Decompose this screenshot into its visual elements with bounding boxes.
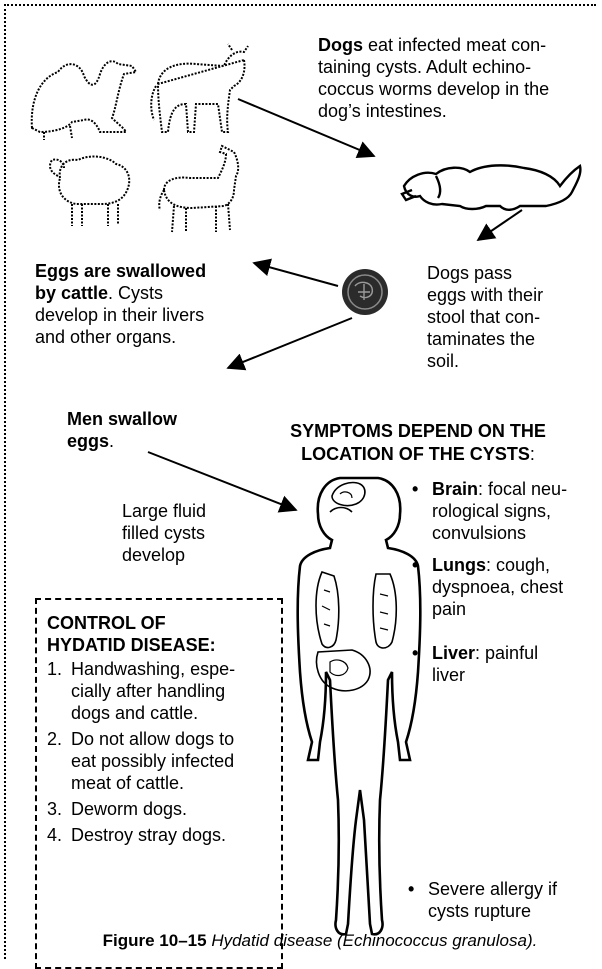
control-item-1-l2: cially after handling <box>71 680 275 702</box>
control-item-2-l3: meat of cattle. <box>71 772 275 794</box>
control-title-line1: CONTROL OF <box>47 612 275 634</box>
symptoms-title-line1: SYMPTOMS DEPEND ON THE <box>258 420 578 443</box>
men-line1: Men swallow <box>67 408 227 430</box>
men-line2: eggs <box>67 431 109 451</box>
symptom-liver-organ: Liver <box>432 643 475 663</box>
figure-number: Figure 10–15 <box>103 931 207 950</box>
figure-caption: Figure 10–15 Hydatid disease (Echinococc… <box>40 930 600 952</box>
control-item-2-l1: Do not allow dogs to <box>71 728 275 750</box>
control-item-1-l1: Handwashing, espe- <box>71 658 275 680</box>
dogs-line3: coccus worms develop in the <box>318 78 600 100</box>
control-item-3-l1: Deworm dogs. <box>71 798 275 820</box>
allergy-note: Severe allergy if cysts rupture <box>428 878 598 922</box>
cysts-line3: develop <box>122 544 272 566</box>
eggs-rest2: . Cysts <box>108 283 163 303</box>
pass-line5: soil. <box>427 350 597 372</box>
symptom-liver: Liver: painful liver <box>412 642 600 686</box>
control-title-line2: HYDATID DISEASE: <box>47 634 275 656</box>
human-figure-icon <box>298 478 421 934</box>
pass-line3: stool that con- <box>427 306 597 328</box>
eggs-line3: develop in their livers <box>35 304 255 326</box>
allergy-bullet: • <box>408 878 414 900</box>
control-item-3: 3. Deworm dogs. <box>47 798 275 820</box>
control-item-1-l3: dogs and cattle. <box>71 702 275 724</box>
cysts-description: Large fluid filled cysts develop <box>122 500 272 566</box>
men-description: Men swallow eggs. <box>67 408 227 452</box>
camel-icon <box>32 61 136 140</box>
sheep-icon <box>50 157 129 226</box>
symptom-brain: Brain: focal neu- rological signs, convu… <box>412 478 600 544</box>
symptom-brain-rest: : focal neu- <box>478 479 567 499</box>
control-item-2-num: 2. <box>47 728 62 750</box>
dogs-label: Dogs <box>318 35 363 55</box>
symptom-lungs-organ: Lungs <box>432 555 486 575</box>
symptom-liver-rest: : painful <box>475 643 538 663</box>
control-title: CONTROL OF HYDATID DISEASE: <box>47 612 275 656</box>
figure-title: Hydatid disease (Echinococcus granulosa)… <box>211 931 537 950</box>
symptom-lungs-line3: pain <box>432 598 600 620</box>
symptom-lungs: Lungs: cough, dyspnoea, chest pain <box>412 554 600 620</box>
cysts-line2: filled cysts <box>122 522 272 544</box>
symptoms-title-colon: : <box>530 444 535 464</box>
cow-icon <box>151 44 248 132</box>
control-item-4: 4. Destroy stray dogs. <box>47 824 275 846</box>
horse-icon <box>159 146 238 232</box>
arrow-egg-to-cattle <box>254 263 338 286</box>
control-item-3-num: 3. <box>47 798 62 820</box>
pass-line1: Dogs pass <box>427 262 597 284</box>
symptom-brain-line3: convulsions <box>432 522 600 544</box>
symptoms-title: SYMPTOMS DEPEND ON THE LOCATION OF THE C… <box>258 420 578 466</box>
control-item-1: 1. Handwashing, espe- cially after handl… <box>47 658 275 724</box>
symptoms-list: Brain: focal neu- rological signs, convu… <box>412 478 600 686</box>
arrow-dog-to-egg <box>478 210 522 240</box>
control-item-1-num: 1. <box>47 658 62 680</box>
control-item-4-l1: Destroy stray dogs. <box>71 824 275 846</box>
cysts-line1: Large fluid <box>122 500 272 522</box>
symptom-lungs-line2: dyspnoea, chest <box>432 576 600 598</box>
symptoms-title-line2: LOCATION OF THE CYSTS <box>301 444 530 464</box>
allergy-line2: cysts rupture <box>428 900 598 922</box>
control-item-2: 2. Do not allow dogs to eat possibly inf… <box>47 728 275 794</box>
dogs-line1: eat infected meat con- <box>363 35 546 55</box>
dog-icon <box>402 165 580 209</box>
eggs-bold2: by cattle <box>35 283 108 303</box>
dogs-pass-description: Dogs pass eggs with their stool that con… <box>427 262 597 372</box>
symptom-brain-line2: rological signs, <box>432 500 600 522</box>
egg-icon <box>342 269 388 315</box>
pass-line2: eggs with their <box>427 284 597 306</box>
symptom-brain-organ: Brain <box>432 479 478 499</box>
dogs-line4: dog’s intestines. <box>318 100 600 122</box>
dogs-description: Dogs eat infected meat con- taining cyst… <box>318 34 600 122</box>
dogs-line2: taining cysts. Adult echino- <box>318 56 600 78</box>
pass-line4: taminates the <box>427 328 597 350</box>
symptom-lungs-rest: : cough, <box>486 555 550 575</box>
control-item-2-l2: eat possibly infected <box>71 750 275 772</box>
eggs-line1: Eggs are swallowed <box>35 260 255 282</box>
control-box: CONTROL OF HYDATID DISEASE: 1. Handwashi… <box>35 598 283 969</box>
men-period: . <box>109 431 114 451</box>
control-list: 1. Handwashing, espe- cially after handl… <box>47 658 275 846</box>
control-item-4-num: 4. <box>47 824 62 846</box>
symptom-liver-line2: liver <box>432 664 600 686</box>
eggs-line4: and other organs. <box>35 326 255 348</box>
allergy-line1: Severe allergy if <box>428 878 598 900</box>
eggs-description: Eggs are swallowed by cattle. Cysts deve… <box>35 260 255 348</box>
